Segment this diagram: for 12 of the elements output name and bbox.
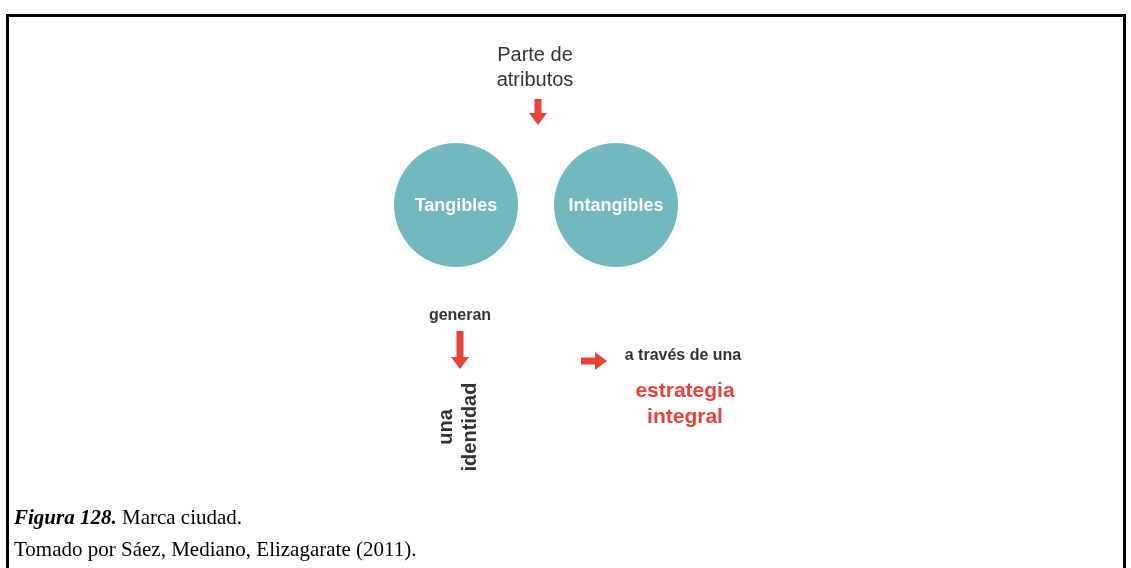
arrow [529, 99, 547, 125]
arrow [451, 331, 469, 369]
vertical-text: una identidad [433, 372, 487, 482]
text-label: Parte de atributos [460, 42, 610, 98]
figure-caption: Figura 128. Marca ciudad. [14, 505, 243, 530]
text-label: generan [405, 305, 515, 329]
circle-node: Tangibles [394, 143, 518, 267]
arrow [581, 352, 607, 370]
text-label: a través de una [610, 345, 756, 369]
text-label: estrategia integral [605, 377, 765, 437]
source-note: Tomado por Sáez, Mediano, Elizagarate (2011). [14, 537, 417, 562]
circle-node: Intangibles [554, 143, 678, 267]
